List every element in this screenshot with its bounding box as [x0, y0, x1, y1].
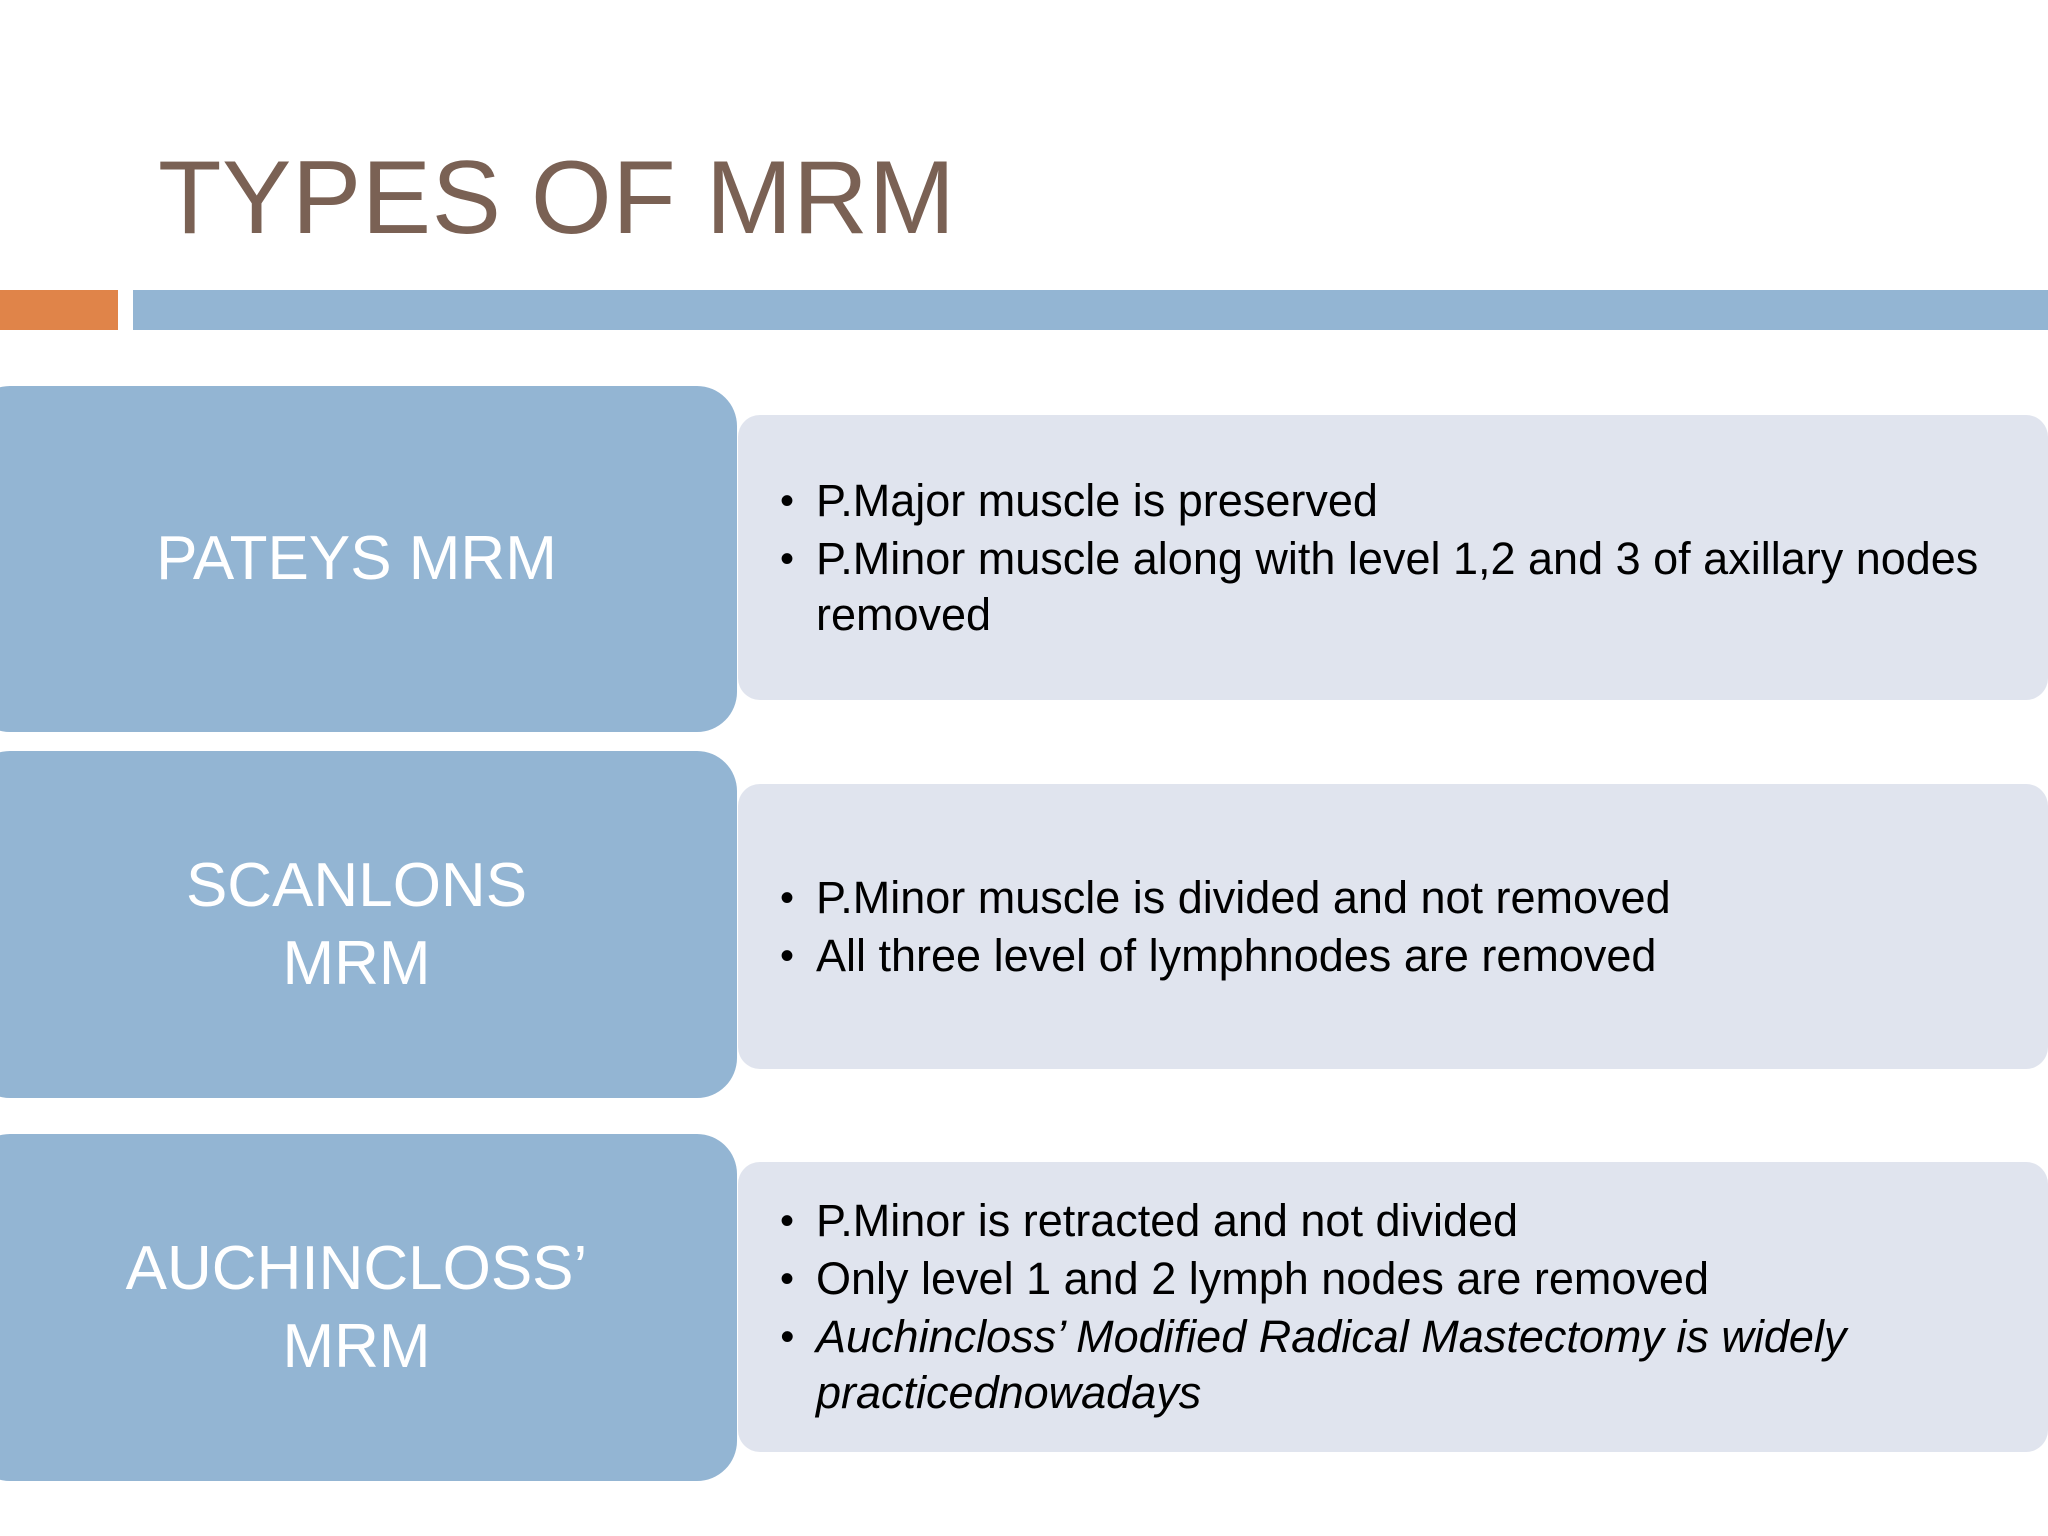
row-label-chip[interactable]: AUCHINCLOSS’ MRM — [0, 1134, 737, 1481]
row-label-text: AUCHINCLOSS’ MRM — [125, 1233, 588, 1381]
content-row: PATEYS MRM P.Major muscle is preserved P… — [0, 386, 2048, 732]
row-label-text: SCANLONS MRM — [185, 850, 528, 998]
divider-accent-bar — [0, 290, 118, 330]
row-label-text: PATEYS MRM — [156, 524, 557, 593]
list-item: P.Minor muscle along with level 1,2 and … — [774, 531, 2022, 643]
bullet-list: P.Minor is retracted and not divided Onl… — [774, 1193, 2022, 1421]
divider-main-bar — [133, 290, 2048, 330]
bullet-list: P.Minor muscle is divided and not remove… — [774, 870, 2022, 984]
row-content-panel: P.Minor muscle is divided and not remove… — [738, 784, 2048, 1069]
list-item: Auchincloss’ Modified Radical Mastectomy… — [774, 1309, 2022, 1421]
page-title: TYPES OF MRM — [158, 139, 956, 256]
list-item: Only level 1 and 2 lymph nodes are remov… — [774, 1251, 2022, 1307]
list-item: P.Major muscle is preserved — [774, 473, 2022, 529]
list-item: P.Minor is retracted and not divided — [774, 1193, 2022, 1249]
bullet-list: P.Major muscle is preserved P.Minor musc… — [774, 473, 2022, 643]
row-content-panel: P.Major muscle is preserved P.Minor musc… — [738, 415, 2048, 700]
row-label-chip[interactable]: SCANLONS MRM — [0, 751, 737, 1098]
list-item: All three level of lymphnodes are remove… — [774, 928, 2022, 984]
content-row: AUCHINCLOSS’ MRM P.Minor is retracted an… — [0, 1134, 2048, 1481]
row-label-chip[interactable]: PATEYS MRM — [0, 386, 737, 732]
row-content-panel: P.Minor is retracted and not divided Onl… — [738, 1162, 2048, 1452]
list-item: P.Minor muscle is divided and not remove… — [774, 870, 2022, 926]
content-row: SCANLONS MRM P.Minor muscle is divided a… — [0, 751, 2048, 1098]
